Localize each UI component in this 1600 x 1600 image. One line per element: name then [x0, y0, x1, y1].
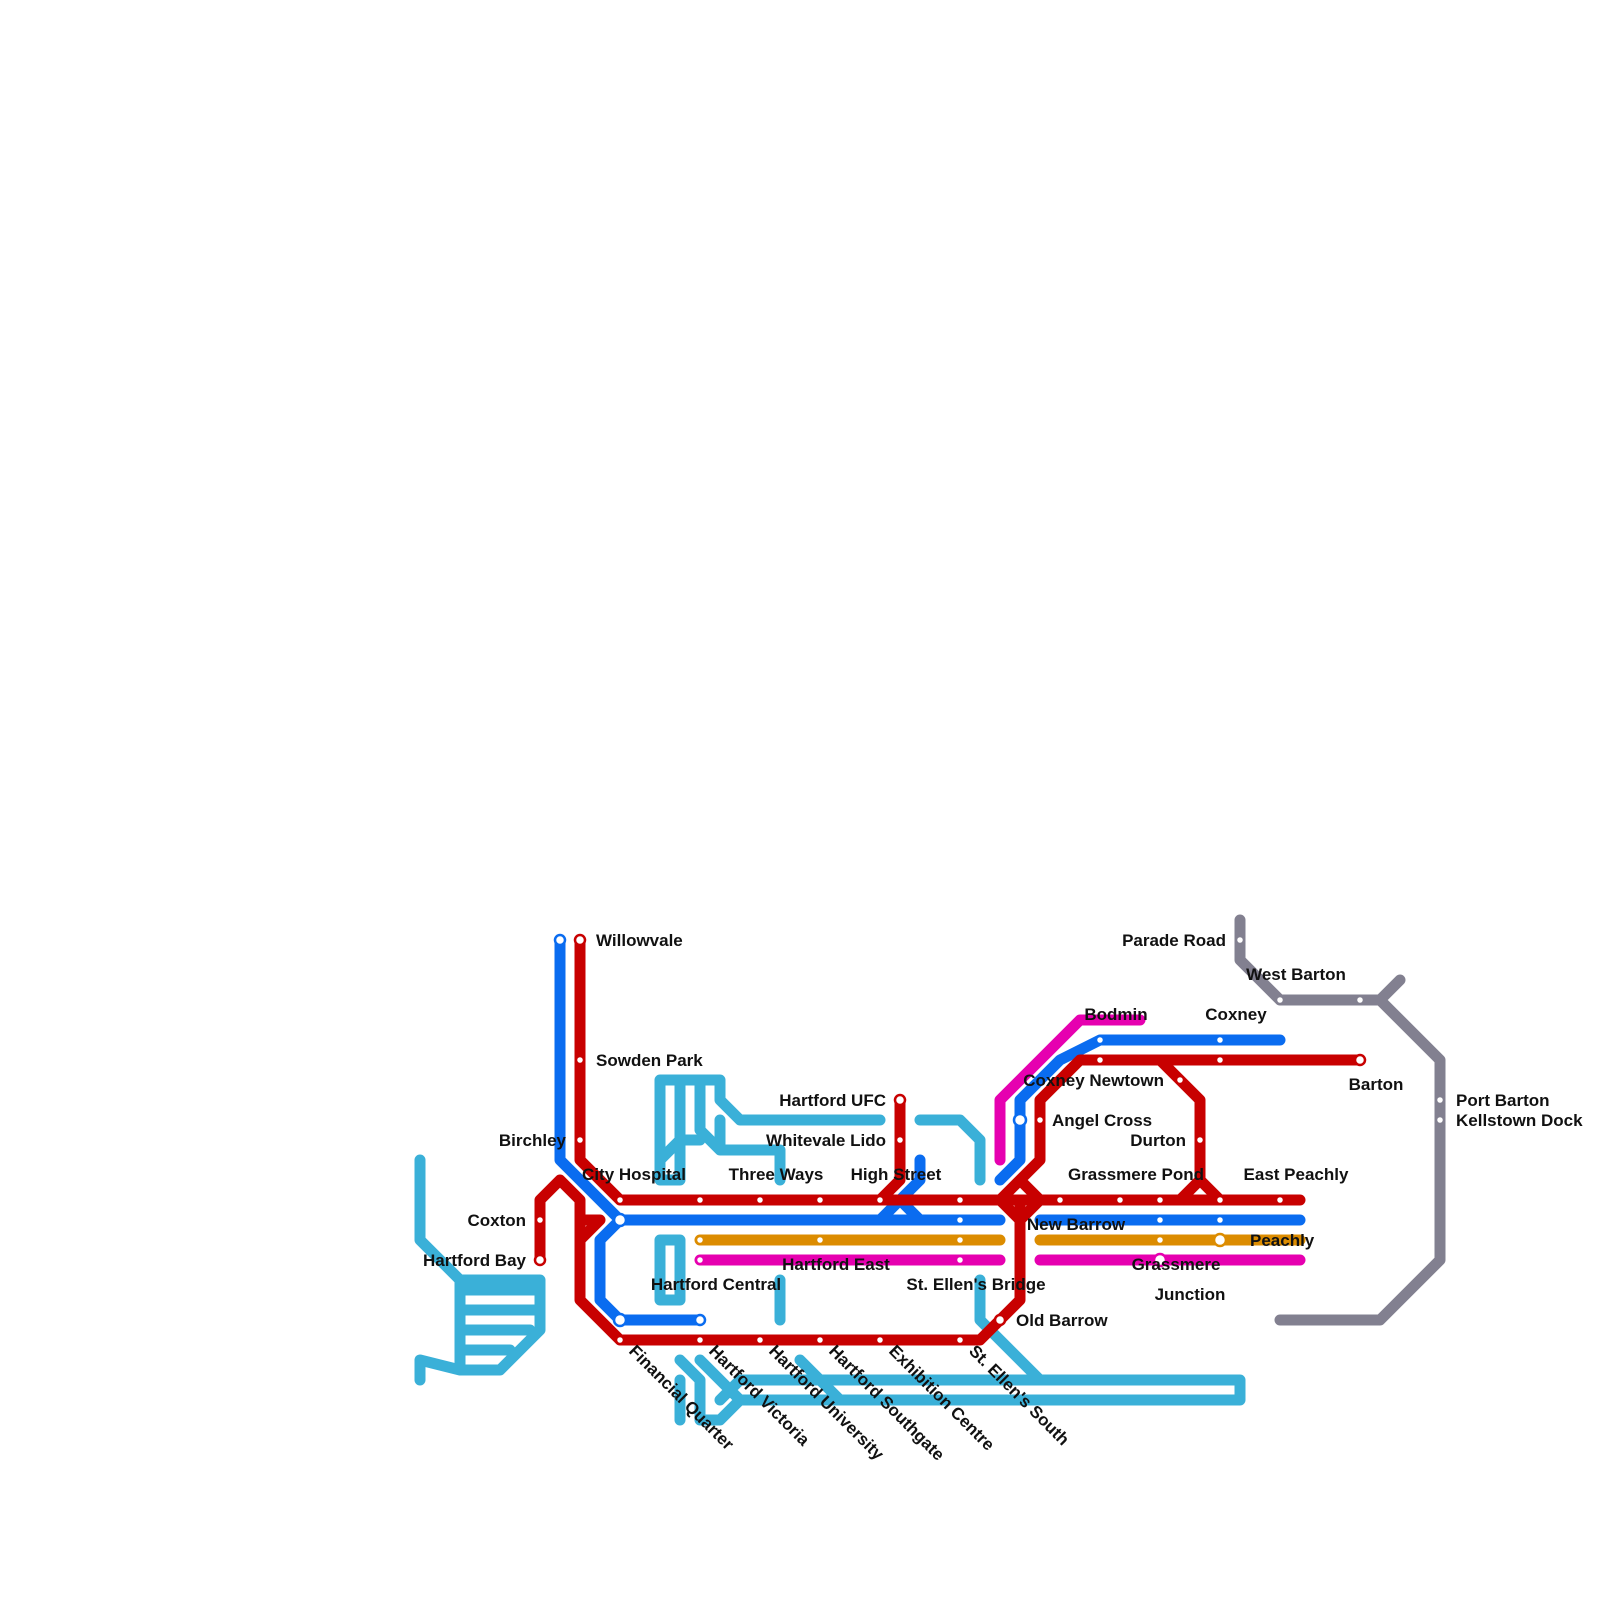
- label-hartford-bay[interactable]: Hartford Bay: [423, 1251, 527, 1270]
- station-marker-birchley[interactable]: [574, 1134, 586, 1146]
- station-marker-bodmin-red[interactable]: [1094, 1054, 1106, 1066]
- cyan-line-east-hook: [914, 1114, 986, 1186]
- station-marker-blue-700[interactable]: [693, 1313, 707, 1327]
- label-barton[interactable]: Barton: [1349, 1075, 1404, 1094]
- label-hartford-central[interactable]: Hartford Central: [651, 1275, 781, 1294]
- magenta-line-track: [694, 1014, 1306, 1266]
- label-three-ways[interactable]: Three Ways: [729, 1165, 824, 1184]
- station-marker-east-peachly[interactable]: [1274, 1194, 1286, 1206]
- station-marker-financial-quarter[interactable]: [614, 1334, 626, 1346]
- station-marker-willowvale[interactable]: [573, 933, 587, 947]
- station-marker-coxney-newtown[interactable]: [1174, 1074, 1186, 1086]
- label-sowden-park[interactable]: Sowden Park: [596, 1051, 703, 1070]
- station-marker-hartford-central[interactable]: [694, 1234, 706, 1246]
- station-marker-bodmin[interactable]: [1094, 1034, 1106, 1046]
- label-hartford-ufc[interactable]: Hartford UFC: [779, 1091, 886, 1110]
- cyan-line: [414, 1074, 1246, 1426]
- label-port-barton[interactable]: Port Barton: [1456, 1091, 1550, 1110]
- station-marker-grassmere-pond-orange[interactable]: [1154, 1234, 1166, 1246]
- station-marker-red-1120[interactable]: [1114, 1194, 1126, 1206]
- station-marker-grassmere-pond-blue[interactable]: [1154, 1214, 1166, 1226]
- station-marker-red-700[interactable]: [694, 1194, 706, 1206]
- station-marker-three-ways[interactable]: [754, 1194, 766, 1206]
- label-whitevale-lido[interactable]: Whitevale Lido: [766, 1131, 886, 1150]
- label-angel-cross[interactable]: Angel Cross: [1052, 1111, 1152, 1130]
- station-marker-barton[interactable]: [1353, 1053, 1367, 1067]
- label-grassmere[interactable]: Grassmere: [1132, 1255, 1221, 1274]
- cyan-line-west-branch: [414, 1154, 546, 1386]
- station-marker-west-barton[interactable]: [1274, 994, 1286, 1006]
- label-high-street[interactable]: High Street: [851, 1165, 942, 1184]
- label-hartford-east[interactable]: Hartford East: [782, 1255, 890, 1274]
- label-coxney-newtown[interactable]: Coxney Newtown: [1023, 1071, 1164, 1090]
- station-marker-port-barton[interactable]: [1434, 1094, 1446, 1106]
- label-durton[interactable]: Durton: [1130, 1131, 1186, 1150]
- station-marker-coxney-red[interactable]: [1214, 1054, 1226, 1066]
- label-coxney[interactable]: Coxney: [1205, 1005, 1267, 1024]
- cyan-line-central-stub: [654, 1234, 686, 1306]
- label-willowvale[interactable]: Willowvale: [596, 931, 683, 950]
- station-marker-east-peachly-blue[interactable]: [1214, 1214, 1226, 1226]
- station-marker-hartford-university[interactable]: [754, 1334, 766, 1346]
- label-kellstown-dock[interactable]: Kellstown Dock: [1456, 1111, 1583, 1130]
- station-marker-new-barrow[interactable]: [1054, 1194, 1066, 1206]
- station-marker-city-hospital-red[interactable]: [614, 1194, 626, 1206]
- label-grassmere-pond[interactable]: Grassmere Pond: [1068, 1165, 1204, 1184]
- station-marker-sowden-park[interactable]: [574, 1054, 586, 1066]
- label-junction[interactable]: Junction: [1155, 1285, 1226, 1304]
- label-new-barrow[interactable]: New Barrow: [1027, 1215, 1126, 1234]
- station-marker-grassmere-pond[interactable]: [1154, 1194, 1166, 1206]
- magenta-line: [694, 1014, 1306, 1266]
- station-marker-angel-cross[interactable]: [1012, 1112, 1028, 1128]
- label-west-barton[interactable]: West Barton: [1246, 965, 1346, 984]
- station-marker-hartford-bay[interactable]: [533, 1253, 547, 1267]
- red-line-track: [534, 934, 1366, 1346]
- label-birchley[interactable]: Birchley: [499, 1131, 567, 1150]
- station-marker-kellstown-dock[interactable]: [1434, 1114, 1446, 1126]
- stations: [533, 933, 1446, 1346]
- station-marker-whitevale-lido[interactable]: [894, 1134, 906, 1146]
- station-marker-east-peachly-red-1220[interactable]: [1214, 1194, 1226, 1206]
- label-bodmin[interactable]: Bodmin: [1084, 1005, 1147, 1024]
- blue-line-track: [554, 934, 1306, 1326]
- label-east-peachly[interactable]: East Peachly: [1244, 1165, 1349, 1184]
- station-marker-exhibition-centre[interactable]: [874, 1334, 886, 1346]
- station-marker-st-ellens-bridge-red[interactable]: [954, 1194, 966, 1206]
- station-marker-hartford-ufc[interactable]: [893, 1093, 907, 1107]
- station-marker-old-barrow[interactable]: [993, 1313, 1007, 1327]
- cyan-line-north-loop: [654, 1074, 886, 1186]
- station-marker-hartford-east[interactable]: [814, 1234, 826, 1246]
- station-marker-coxton[interactable]: [534, 1214, 546, 1226]
- station-marker-willowvale-blue[interactable]: [553, 933, 567, 947]
- station-marker-red-820[interactable]: [814, 1194, 826, 1206]
- station-marker-st-ellens-bridge-magenta[interactable]: [954, 1254, 966, 1266]
- station-marker-high-street[interactable]: [874, 1194, 886, 1206]
- label-peachly[interactable]: Peachly: [1250, 1231, 1315, 1250]
- blue-line: [554, 934, 1306, 1326]
- station-marker-hartford-victoria[interactable]: [694, 1334, 706, 1346]
- label-parade-road[interactable]: Parade Road: [1122, 931, 1226, 950]
- label-old-barrow[interactable]: Old Barrow: [1016, 1311, 1108, 1330]
- red-line: [534, 934, 1366, 1346]
- station-marker-st-ellens-bridge[interactable]: [954, 1214, 966, 1226]
- station-marker-st-ellens-bridge-orange[interactable]: [954, 1234, 966, 1246]
- station-marker-angel-cross-red[interactable]: [1034, 1114, 1046, 1126]
- label-coxton[interactable]: Coxton: [467, 1211, 526, 1230]
- station-marker-coxney[interactable]: [1214, 1034, 1226, 1046]
- label-st-ellens-bridge[interactable]: St. Ellen's Bridge: [906, 1275, 1045, 1294]
- station-marker-grey-1360[interactable]: [1354, 994, 1366, 1006]
- label-city-hospital[interactable]: City Hospital: [582, 1165, 686, 1184]
- station-marker-peachly[interactable]: [1212, 1232, 1228, 1248]
- station-marker-financial-quarter-blue[interactable]: [612, 1312, 628, 1328]
- station-marker-hartford-southgate[interactable]: [814, 1334, 826, 1346]
- station-marker-durton[interactable]: [1194, 1134, 1206, 1146]
- cyan-line-south: [674, 1274, 1246, 1426]
- station-marker-grassmere[interactable]: [1152, 1252, 1168, 1268]
- station-marker-parade-road[interactable]: [1234, 934, 1246, 946]
- station-marker-st-ellens-south[interactable]: [954, 1334, 966, 1346]
- station-marker-hartford-central-magenta[interactable]: [694, 1254, 706, 1266]
- station-marker-city-hospital[interactable]: [612, 1212, 628, 1228]
